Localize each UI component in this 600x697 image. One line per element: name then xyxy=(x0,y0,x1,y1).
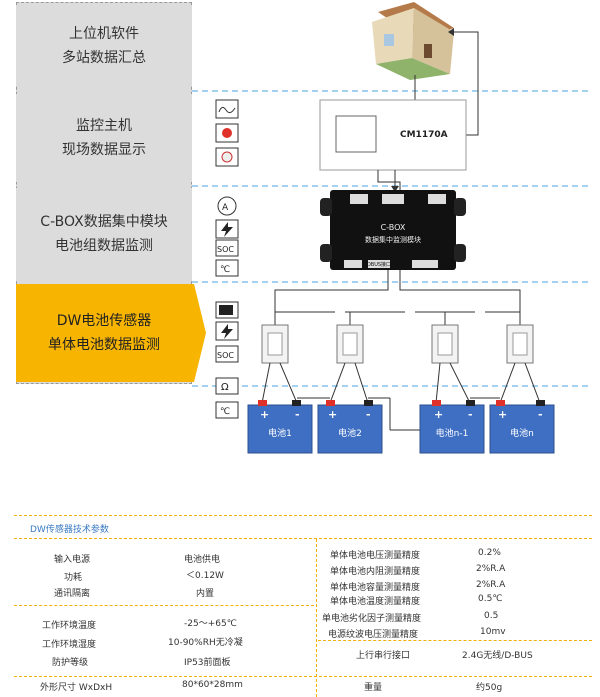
house-icon xyxy=(372,2,454,80)
temperature-icon: ℃ xyxy=(215,401,239,419)
lightning-icon xyxy=(215,321,239,341)
layer-dw-sensor: DW电池传感器单体电池数据监测 xyxy=(16,284,192,382)
spec-value: 0.5℃ xyxy=(478,594,503,604)
spec-label: 工作环境湿度 xyxy=(42,640,97,650)
battery-1-plus: + xyxy=(260,408,269,421)
spec-label: 单体电池容量测量精度 xyxy=(330,583,421,593)
battery-n-minus: - xyxy=(538,408,543,421)
spec-value: 2.4G无线/D-BUS xyxy=(462,651,533,661)
spec-label: 电源纹波电压测量精度 xyxy=(328,630,419,640)
spec-label: 上行串行接口 xyxy=(356,651,411,661)
ammeter-icon: A xyxy=(217,196,237,216)
spec-label: 输入电源 xyxy=(54,555,91,565)
layer-dw-line2: 单体电池数据监测 xyxy=(48,337,160,353)
battery-1-minus: - xyxy=(295,408,300,421)
battery-level-icon xyxy=(215,301,239,319)
battery-2-plus: + xyxy=(328,408,337,421)
layer-cbox: C-BOX数据集中模块电池组数据监测 xyxy=(16,188,192,280)
system-diagram: CM1170A C-BOX 数据集中监测模块 DBUS接口 xyxy=(192,2,590,454)
layer-monitor-line1: 监控主机 xyxy=(76,118,132,134)
spec-value: 内置 xyxy=(196,589,215,599)
alarm-icon xyxy=(215,123,239,143)
sensor-1 xyxy=(261,324,289,364)
temperature-icon: ℃ xyxy=(215,259,239,277)
spec-label: 功耗 xyxy=(64,573,83,583)
ohm-icon: Ω xyxy=(215,377,239,395)
specs-title: DW传感器技术参数 xyxy=(30,525,109,535)
specs-vertical-divider xyxy=(316,539,317,697)
monitor-label: CM1170A xyxy=(400,130,448,140)
layer-software: 上位机软件多站数据汇总 xyxy=(16,6,192,86)
svg-text:A: A xyxy=(222,203,229,213)
svg-text:℃: ℃ xyxy=(220,265,230,275)
layer-dw-line1: DW电池传感器 xyxy=(56,313,152,329)
battery-n-plus: + xyxy=(498,408,507,421)
gauge-icon xyxy=(215,147,239,167)
layer-software-line1: 上位机软件 xyxy=(69,26,139,42)
spec-value: 电池供电 xyxy=(184,555,221,565)
specs-divider-right xyxy=(318,640,592,641)
svg-text:℃: ℃ xyxy=(220,407,230,417)
spec-label: 重量 xyxy=(364,683,383,693)
layer-cbox-line2: 电池组数据监测 xyxy=(55,238,153,254)
spec-label: 工作环境温度 xyxy=(42,621,97,631)
spec-value: ＜0.12W xyxy=(186,571,224,581)
soc-icon: SOC xyxy=(215,345,239,363)
battery-n-1-plus: + xyxy=(434,408,443,421)
layer-monitor-line2: 现场数据显示 xyxy=(62,142,146,158)
spec-label: 防护等级 xyxy=(52,658,89,668)
spec-label: 单体电池内阻测量精度 xyxy=(330,567,421,577)
lightning-icon xyxy=(215,219,239,239)
spec-value: 2%R.A xyxy=(476,564,506,574)
specs-title-border xyxy=(14,538,592,539)
battery-1 xyxy=(247,400,313,454)
spec-value: IP53前面板 xyxy=(184,658,231,668)
layer-arrow xyxy=(186,284,206,382)
sensor-2 xyxy=(336,324,364,364)
specs-divider-left xyxy=(14,605,314,606)
spec-value: 0.5 xyxy=(484,611,499,621)
soc-icon: SOC xyxy=(215,239,239,257)
spec-label: 通讯隔离 xyxy=(54,589,91,599)
spec-value: -25～+65℃ xyxy=(184,619,237,629)
spec-label: 单体电池电压测量精度 xyxy=(330,551,421,561)
specs-divider-mid xyxy=(14,676,592,677)
spec-value: 80*60*28mm xyxy=(182,680,243,690)
battery-2-label: 电池2 xyxy=(338,427,362,439)
layer-monitor-host: 监控主机现场数据显示 xyxy=(16,94,192,182)
spec-value: 10-90%RH无冷凝 xyxy=(168,638,243,648)
spec-value: 10mv xyxy=(480,627,506,637)
layer-software-line2: 多站数据汇总 xyxy=(62,50,146,66)
layer-cbox-line1: C-BOX数据集中模块 xyxy=(40,214,168,230)
spec-value: 约50g xyxy=(476,683,503,693)
spec-value: 0.2% xyxy=(478,548,501,558)
battery-2 xyxy=(317,400,383,454)
cbox-port-label: DBUS接口 xyxy=(367,261,391,268)
specs-top-border xyxy=(14,515,592,516)
spec-label: 外形尺寸 WxDxH xyxy=(40,683,113,693)
spec-label: 单体电池温度测量精度 xyxy=(330,597,421,607)
svg-text:SOC: SOC xyxy=(217,245,234,254)
battery-n-1 xyxy=(419,400,485,454)
battery-n-label: 电池n xyxy=(510,427,534,439)
svg-text:SOC: SOC xyxy=(217,351,234,360)
spec-value: 2%R.A xyxy=(476,580,506,590)
waveform-icon xyxy=(215,99,239,119)
spec-label: 单电池劣化因子测量精度 xyxy=(322,614,422,624)
monitor-screen xyxy=(335,115,377,153)
battery-n-1-label: 电池n-1 xyxy=(436,427,469,439)
svg-text:Ω: Ω xyxy=(221,382,229,393)
sensor-n xyxy=(506,324,534,364)
battery-1-label: 电池1 xyxy=(268,427,292,439)
sensor-n-1 xyxy=(431,324,459,364)
cbox-subtitle: 数据集中监测模块 xyxy=(365,235,421,244)
cbox-device xyxy=(320,190,466,270)
battery-n xyxy=(489,400,555,454)
battery-n-1-minus: - xyxy=(468,408,473,421)
battery-2-minus: - xyxy=(366,408,371,421)
cbox-title: C-BOX xyxy=(381,223,406,232)
